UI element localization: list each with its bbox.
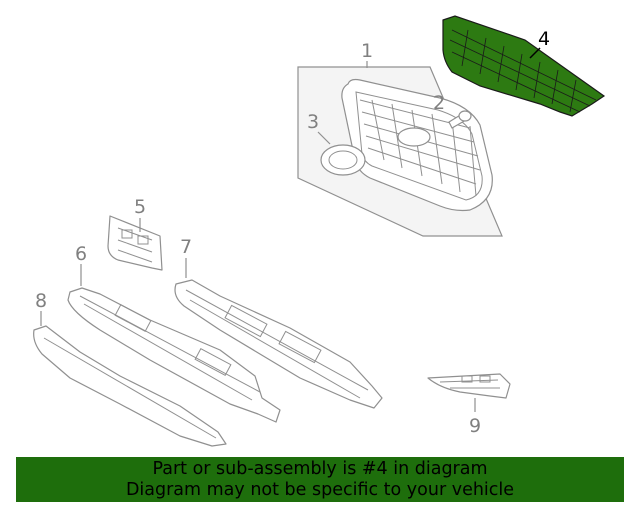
part-4-upper-cover[interactable]: 4 bbox=[442, 15, 606, 117]
part-2-screw[interactable]: 2 bbox=[433, 92, 472, 129]
banner-line-1: Part or sub-assembly is #4 in diagram bbox=[152, 458, 488, 479]
part-8-lower-lip[interactable]: 8 bbox=[33, 290, 227, 447]
callout-label-5: 5 bbox=[134, 196, 146, 218]
callout-label-1: 1 bbox=[361, 40, 373, 62]
part-6-lower-beam[interactable]: 6 bbox=[67, 243, 281, 423]
callout-label-9: 9 bbox=[469, 415, 481, 437]
part-9-side-bracket[interactable]: 9 bbox=[427, 373, 511, 437]
callout-label-8: 8 bbox=[35, 290, 47, 312]
callout-label-6: 6 bbox=[75, 243, 87, 265]
callout-label-4: 4 bbox=[538, 28, 550, 50]
callout-label-2: 2 bbox=[433, 92, 445, 114]
part-5-bracket[interactable]: 5 bbox=[107, 196, 163, 271]
callout-label-3: 3 bbox=[307, 111, 319, 133]
banner-line-2: Diagram may not be specific to your vehi… bbox=[125, 479, 515, 500]
notice-banner: Part or sub-assembly is #4 in diagram Di… bbox=[16, 457, 624, 502]
part-3-emblem[interactable]: 3 bbox=[307, 111, 366, 176]
part-7-upper-beam[interactable]: 7 bbox=[174, 236, 383, 409]
callout-label-7: 7 bbox=[180, 236, 192, 258]
